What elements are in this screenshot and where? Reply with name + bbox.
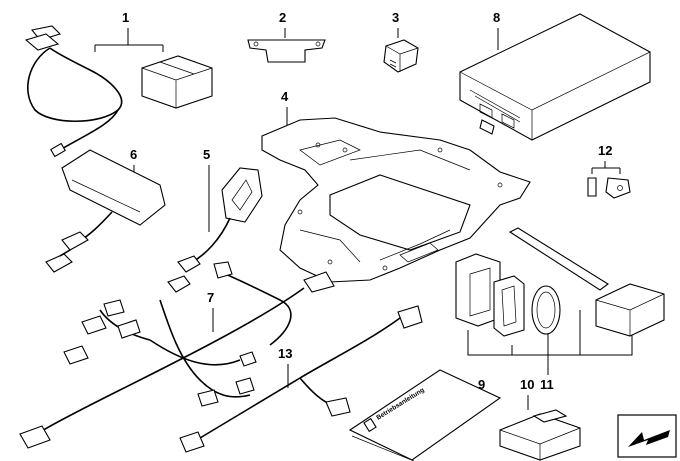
callout-8: 8 — [493, 10, 500, 25]
part-1-antenna-kit — [24, 25, 213, 158]
callout-10: 10 — [520, 377, 534, 392]
part-8-control-unit — [459, 13, 651, 141]
callout-3: 3 — [392, 10, 399, 25]
part-13-cable — [179, 305, 423, 453]
part-6-microphone — [45, 149, 166, 273]
part-2-bracket — [247, 28, 326, 63]
part-11-kit — [455, 227, 665, 375]
callout-2: 2 — [279, 10, 286, 25]
callout-9: 9 — [478, 377, 485, 392]
part-12-clips — [587, 161, 631, 199]
part-3-connector — [383, 28, 419, 73]
callout-7: 7 — [207, 290, 214, 305]
callout-6: 6 — [130, 147, 137, 162]
callout-12: 12 — [598, 143, 612, 158]
part-7-wiring-harness — [19, 261, 335, 449]
arrow-icon — [617, 414, 677, 458]
part-10-module — [499, 395, 581, 461]
callout-5: 5 — [203, 147, 210, 162]
part-5-button-unit — [167, 165, 263, 293]
callout-13: 13 — [278, 346, 292, 361]
callout-11: 11 — [540, 377, 554, 392]
callout-1: 1 — [122, 10, 129, 25]
callout-4: 4 — [281, 89, 289, 104]
part-4-mounting-frame — [261, 107, 531, 283]
